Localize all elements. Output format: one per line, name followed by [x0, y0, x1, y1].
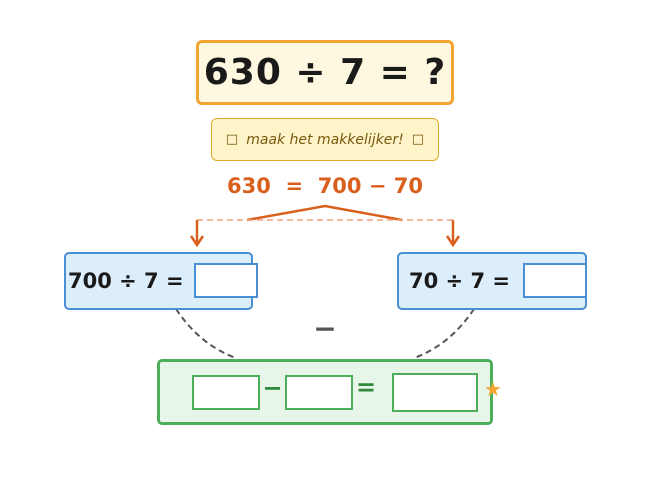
right-answer-input[interactable]	[523, 263, 587, 298]
final-minus-symbol: −	[262, 374, 283, 402]
hint-box: □ maak het makkelijker! □	[211, 118, 439, 161]
left-equation-box: 700 ÷ 7 =	[64, 252, 253, 310]
hint-right-symbol: □	[411, 132, 425, 147]
right-equation-box: 70 ÷ 7 =	[397, 252, 587, 310]
right-equation-text: 70 ÷ 7 =	[409, 269, 510, 293]
hint-left-symbol: □	[225, 132, 239, 147]
star-icon: ★	[484, 377, 502, 401]
left-answer-input[interactable]	[194, 263, 258, 298]
left-curve-dashed	[175, 308, 237, 359]
split-equation: 630 = 700 − 70	[227, 174, 423, 198]
final-equals-symbol: =	[355, 373, 377, 401]
final-first-input[interactable]	[192, 375, 260, 410]
final-second-input[interactable]	[285, 375, 353, 410]
right-arrow-head	[445, 235, 461, 248]
minus-symbol: −	[313, 312, 337, 345]
split-bracket	[246, 204, 403, 222]
left-equation-text: 700 ÷ 7 =	[68, 269, 184, 293]
left-arrow-head	[189, 235, 205, 248]
hint-text: maak het makkelijker!	[246, 131, 404, 148]
right-curve-dashed	[413, 308, 475, 359]
question-title: 630 ÷ 7 = ?	[196, 40, 454, 105]
final-result-input[interactable]	[392, 373, 478, 412]
